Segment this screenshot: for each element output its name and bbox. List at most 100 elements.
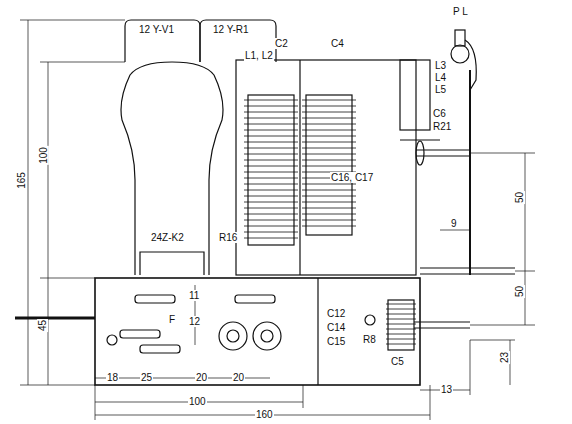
plate-stroke [244, 148, 298, 149]
shaft [414, 321, 470, 322]
coil-can [400, 60, 430, 130]
plate-stroke [302, 208, 356, 209]
plate-stroke [302, 112, 356, 113]
plate-stroke [244, 232, 298, 233]
plate-stroke [386, 339, 416, 340]
part-label: P L [452, 6, 469, 17]
plate-stroke [302, 166, 356, 167]
part-label: C15 [326, 336, 346, 347]
socket-hole [219, 322, 247, 350]
trimmer-capacitor [388, 300, 414, 350]
plate-stroke [302, 160, 356, 161]
lamp-socket [455, 30, 465, 46]
part-label: 13 [440, 384, 453, 395]
fuse [135, 295, 175, 303]
frame-line [299, 60, 300, 275]
dimension-label: 50 [515, 285, 526, 298]
plate-stroke [386, 314, 416, 315]
plate-stroke [302, 106, 356, 107]
part-label: 12 [188, 316, 201, 327]
plate-stroke [302, 124, 356, 125]
plate-stroke [302, 136, 356, 137]
part-label: L3 [434, 60, 447, 71]
mounting-hole [107, 335, 117, 345]
socket-hole [261, 330, 273, 342]
part-label: R8 [362, 334, 377, 345]
part-label: C2 [274, 38, 289, 49]
plate-stroke [302, 118, 356, 119]
socket-hole [253, 322, 281, 350]
plate-stroke [302, 154, 356, 155]
plate-stroke [244, 124, 298, 125]
plate-stroke [386, 319, 416, 320]
part-label: 18 [106, 372, 119, 383]
plate-stroke [302, 202, 356, 203]
plate-stroke [244, 100, 298, 101]
part-label: 160 [255, 409, 274, 420]
trimmer-plates [386, 304, 416, 344]
dimension-label: 50 [515, 191, 526, 204]
plate-stroke [386, 344, 416, 345]
part-label: F [168, 314, 176, 325]
plate-stroke [244, 112, 298, 113]
resistor-pot [365, 315, 375, 325]
plate-stroke [302, 148, 356, 149]
shaft-bush [416, 141, 424, 165]
capacitor-plates [244, 100, 356, 238]
gang-capacitor-frame [236, 60, 416, 275]
plate-stroke [244, 226, 298, 227]
plate-stroke [244, 238, 298, 239]
part-label: C12 [326, 308, 346, 319]
plate-stroke [244, 178, 298, 179]
fuse [235, 295, 275, 303]
plate-stroke [302, 196, 356, 197]
plate-stroke [302, 226, 356, 227]
tube-shield [125, 20, 200, 62]
plate-stroke [244, 118, 298, 119]
shaft [15, 317, 95, 320]
plate-stroke [386, 324, 416, 325]
plate-stroke [302, 100, 356, 101]
fuse [140, 345, 180, 353]
plate-stroke [244, 160, 298, 161]
tube-shield [200, 20, 276, 62]
plate-stroke [244, 202, 298, 203]
dimension-label: 100 [38, 146, 49, 165]
plate-stroke [302, 220, 356, 221]
part-label: L4 [434, 72, 447, 83]
plate-stroke [302, 184, 356, 185]
chassis-box [95, 278, 420, 385]
dimension-label: 45 [38, 319, 49, 332]
shaft [420, 267, 515, 268]
plate-stroke [386, 334, 416, 335]
plate-stroke [244, 130, 298, 131]
part-label: 20 [232, 372, 245, 383]
dimension-label: 23 [500, 351, 511, 364]
plate-stroke [244, 106, 298, 107]
fuse [120, 330, 160, 338]
shaft [420, 273, 515, 274]
capacitor-section [248, 95, 294, 245]
plate-stroke [386, 309, 416, 310]
tube-base [140, 252, 204, 275]
part-label: 12 Y-V1 [138, 24, 175, 35]
plate-stroke [244, 172, 298, 173]
part-label: C5 [390, 356, 405, 367]
part-label: R21 [432, 121, 452, 132]
part-label: C16, C17 [330, 172, 374, 183]
plate-stroke [244, 142, 298, 143]
part-label: 100 [188, 396, 207, 407]
part-label: 11 [188, 290, 200, 301]
plate-stroke [244, 154, 298, 155]
plate-stroke [244, 190, 298, 191]
part-label: C4 [330, 38, 345, 49]
part-label: 20 [195, 372, 208, 383]
plate-stroke [244, 208, 298, 209]
part-label: R16 [218, 232, 238, 243]
plate-stroke [244, 184, 298, 185]
part-label: L5 [434, 84, 447, 95]
plate-stroke [302, 190, 356, 191]
dimension-label: 165 [16, 171, 27, 190]
